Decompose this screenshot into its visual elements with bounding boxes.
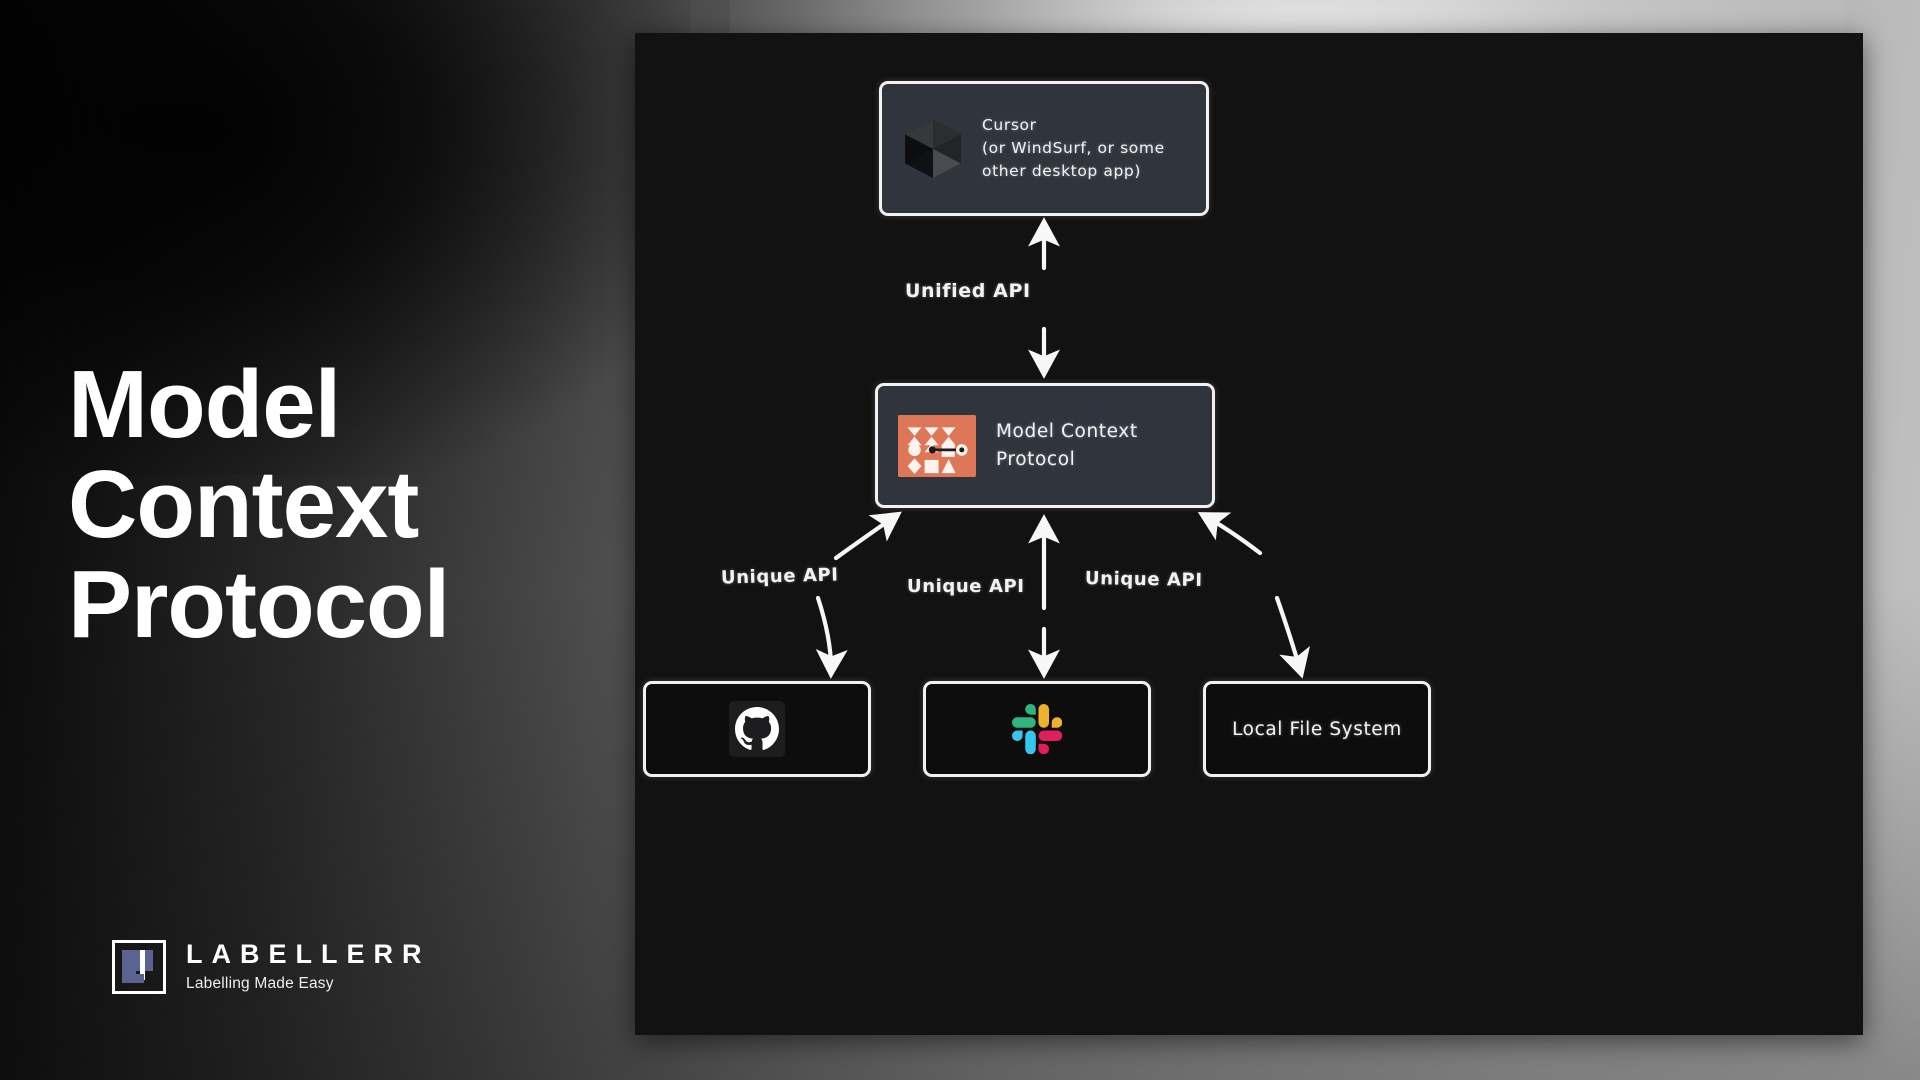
brand-tagline: Labelling Made Easy [186,975,334,992]
page-title-line-1: Model [68,351,341,458]
page-title-line-2: Context [68,450,419,558]
node-slack[interactable] [923,681,1151,777]
diagram-arrows [815,217,1310,679]
node-model-context-protocol[interactable]: Model Context Protocol [875,383,1215,508]
mcp-label-line-1: Model Context [996,420,1138,442]
labellerr-logo: LABELLERR Labelling Made Easy [112,940,431,994]
title-block: Model Context Protocol [68,355,628,654]
slack-icon [1012,704,1062,754]
edge-label-unique-api-github: Unique API [720,564,839,589]
github-icon [735,707,779,750]
mcp-label-line-2: Protocol [996,448,1076,470]
node-local-file-system[interactable]: Local File System [1203,681,1431,777]
labellerr-mark-icon [112,940,166,994]
cursor-label-line-2: (or WindSurf, or some [982,139,1165,158]
page-title: Model Context Protocol [68,355,628,654]
labellerr-wordmark: LABELLERR Labelling Made Easy [186,941,431,993]
brand-name: LABELLERR [186,939,431,969]
github-tile [729,701,785,757]
cursor-label: Cursor (or WindSurf, or some other deskt… [982,114,1165,183]
edge-label-unique-api-slack: Unique API [907,576,1025,597]
node-github[interactable] [643,681,871,777]
mcp-logo-icon [898,414,976,477]
diagram-panel: Cursor (or WindSurf, or some other deskt… [635,33,1863,1035]
edge-label-unique-api-filesystem: Unique API [1084,567,1203,592]
page-title-line-3: Protocol [68,550,450,658]
local-file-system-label: Local File System [1232,718,1402,740]
edge-label-unified-api: Unified API [905,280,1031,302]
node-cursor[interactable]: Cursor (or WindSurf, or some other deskt… [879,81,1209,216]
mcp-label: Model Context Protocol [996,418,1138,474]
cursor-label-line-3: other desktop app) [982,161,1141,180]
cursor-label-line-1: Cursor [982,116,1037,135]
cursor-cube-icon [905,119,961,178]
